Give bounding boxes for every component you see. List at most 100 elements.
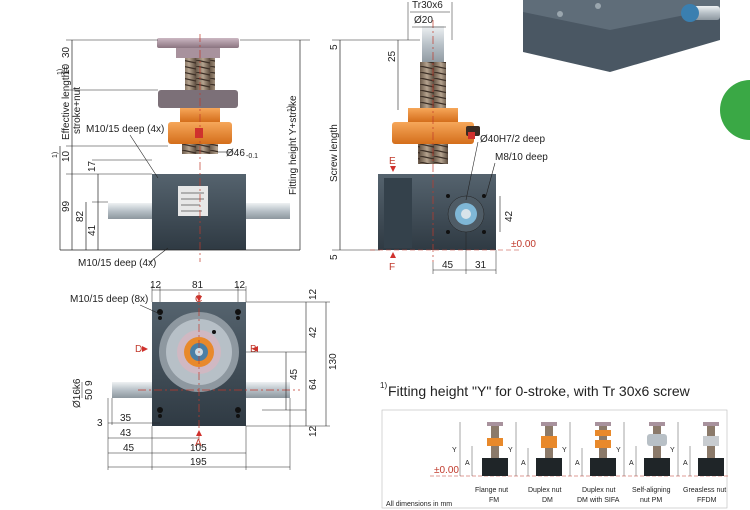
mini-jack-greasless: Y A bbox=[670, 422, 724, 476]
section-f-marker: F bbox=[389, 262, 395, 273]
effective-length-label: Effective length= bbox=[61, 66, 72, 140]
inset-label-2-line1: Duplex nut bbox=[528, 487, 562, 494]
dim-64: 64 bbox=[308, 378, 319, 390]
dim-35: 35 bbox=[120, 413, 132, 424]
dia-46-label: Ø46 bbox=[226, 148, 245, 159]
dim-130: 130 bbox=[328, 353, 339, 370]
front-shaft-left bbox=[108, 203, 152, 219]
fitting-height-label: Fitting height Y+stroke bbox=[288, 95, 299, 195]
dim-31-side: 31 bbox=[475, 260, 487, 271]
inset-label-5-line2: FFDM bbox=[697, 497, 717, 504]
mini-a-4: A bbox=[629, 460, 634, 467]
footnote-ref-1a: 1) bbox=[57, 69, 64, 75]
dim-12-bottom-right: 12 bbox=[308, 425, 319, 437]
mini-y-2: Y bbox=[508, 447, 513, 454]
dia-16k6-label: Ø16k6 bbox=[72, 378, 83, 408]
dim-41: 41 bbox=[87, 224, 98, 236]
tr30x6-label: Tr30x6 bbox=[412, 0, 443, 11]
m8-label: M8/10 deep bbox=[495, 152, 548, 163]
front-view: 30 10 1) Effective length= stroke+nut 1)… bbox=[52, 34, 300, 269]
dia-20-label: Ø20 bbox=[414, 15, 433, 26]
mini-y-3: Y bbox=[562, 447, 567, 454]
side-bearing-bore bbox=[461, 209, 471, 219]
front-cap-neck bbox=[176, 48, 220, 58]
inset-label-1-line2: FM bbox=[489, 497, 499, 504]
mini-a-5: A bbox=[683, 460, 688, 467]
dim-10-top: 10 bbox=[61, 63, 72, 75]
side-view: Tr30x6 Ø20 25 E F Ø40H7/2 deep M8/10 dee… bbox=[370, 0, 548, 274]
dim-43: 43 bbox=[120, 428, 132, 439]
dim-82: 82 bbox=[75, 210, 86, 222]
dim-5-bottom: 5 bbox=[329, 254, 340, 260]
dim-5-top: 5 bbox=[329, 44, 340, 50]
inset-label-2-line2: DM bbox=[542, 497, 553, 504]
view-b-marker: B bbox=[250, 344, 257, 355]
front-screw-cap bbox=[157, 38, 239, 48]
mini-a-3: A bbox=[575, 460, 580, 467]
zero-reference-side: ±0.00 bbox=[511, 239, 536, 250]
stroke-nut-label: stroke+nut bbox=[72, 87, 83, 134]
bore-40h7-label: Ø40H7/2 deep bbox=[480, 134, 545, 145]
dim-25: 25 bbox=[387, 50, 398, 62]
dim-45-top: 45 bbox=[289, 368, 300, 380]
front-shaft-right bbox=[246, 203, 290, 219]
fitting-height-footnote: 1) bbox=[287, 106, 294, 112]
dim-17: 17 bbox=[87, 160, 98, 172]
screw-length-label: Screw length bbox=[329, 124, 340, 182]
dim-45-side: 45 bbox=[442, 260, 454, 271]
green-tab-icon[interactable] bbox=[720, 80, 750, 140]
inset-footnote-marker: 1) bbox=[380, 381, 387, 390]
dim-105: 105 bbox=[190, 443, 207, 454]
section-e-marker: E bbox=[389, 156, 396, 167]
dim-3: 3 bbox=[97, 418, 103, 429]
view-a-marker: A bbox=[195, 438, 202, 449]
mini-jack-flange: Y A bbox=[452, 422, 508, 476]
inset-label-3-line1: Duplex nut bbox=[582, 487, 616, 494]
inset-title: Fitting height "Y" for 0-stroke, with Tr… bbox=[388, 383, 691, 399]
dim-99: 99 bbox=[61, 200, 72, 212]
m10-8x-label: M10/15 deep (8x) bbox=[70, 294, 148, 305]
inset-label-4-line2: nut PM bbox=[640, 497, 662, 504]
side-screw-top bbox=[422, 26, 444, 64]
top-shaft-left bbox=[112, 382, 152, 398]
mini-jack-duplex: Y A bbox=[508, 422, 562, 476]
dim-12-left: 12 bbox=[150, 280, 162, 291]
mini-jack-self-aligning: Y A bbox=[616, 422, 670, 476]
dim-12-right: 12 bbox=[234, 280, 246, 291]
dim-195: 195 bbox=[190, 457, 207, 468]
gearbox-photo bbox=[520, 0, 750, 140]
inset-label-5-line1: Greasless nut bbox=[683, 487, 726, 494]
middle-dimensions: Fitting height Y+stroke 1) Screw length … bbox=[240, 39, 420, 260]
inset-label-4-line1: Self-aligning bbox=[632, 487, 671, 494]
inset-all-dims: All dimensions in mm bbox=[386, 501, 452, 508]
inset-label-1-line1: Flange nut bbox=[475, 487, 508, 494]
dim-9: 9 bbox=[84, 380, 95, 386]
mini-jack-duplex-sifa: Y A bbox=[562, 422, 616, 476]
dim-12-top-right: 12 bbox=[308, 288, 319, 300]
inset-label-3-line2: DM with SIFA bbox=[577, 497, 620, 504]
mini-a-2: A bbox=[521, 460, 526, 467]
dia-46-tolerance: -0.1 bbox=[246, 153, 258, 160]
dim-30: 30 bbox=[61, 46, 72, 58]
dim-10-mid: 10 bbox=[61, 150, 72, 162]
mini-a-1: A bbox=[465, 460, 470, 467]
dim-81: 81 bbox=[192, 280, 204, 291]
inset-zero: ±0.00 bbox=[434, 465, 459, 476]
mini-y-5: Y bbox=[670, 447, 675, 454]
side-nut-upper bbox=[408, 108, 458, 122]
front-nut-flange bbox=[158, 90, 238, 108]
side-housing-panel bbox=[384, 178, 412, 248]
photo-shaft-collar bbox=[681, 4, 699, 22]
dim-42-side: 42 bbox=[504, 210, 515, 222]
fitting-height-inset: 1) Fitting height "Y" for 0-stroke, with… bbox=[380, 381, 728, 509]
m10-4x-label: M10/15 deep (4x) bbox=[86, 124, 164, 135]
dim-50: 50 bbox=[84, 388, 95, 400]
mini-y-1: Y bbox=[452, 447, 457, 454]
dim-42-top: 42 bbox=[308, 326, 319, 338]
dim-45-bottom: 45 bbox=[123, 443, 135, 454]
top-view: C D B A M10/15 deep (8x) 12 81 12 12 42 … bbox=[70, 280, 339, 470]
view-c-marker: C bbox=[195, 294, 202, 305]
footnote-ref-1b: 1) bbox=[52, 152, 59, 158]
